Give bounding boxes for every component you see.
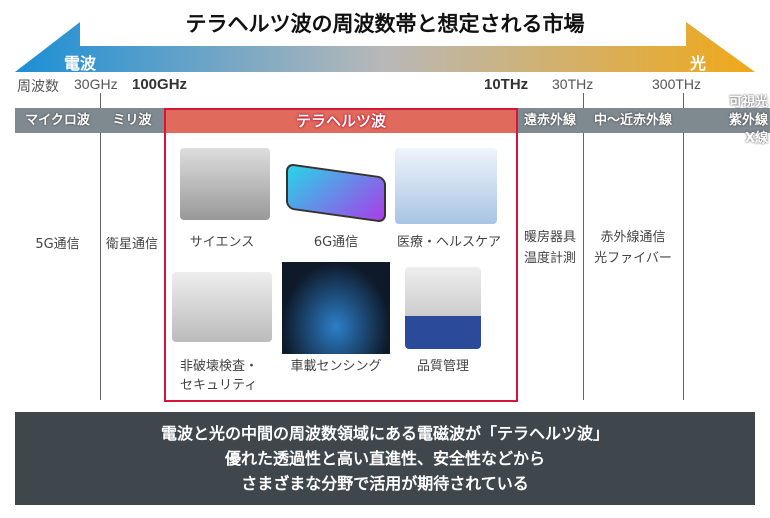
summary-line: 電波と光の中間の周波数領域にある電磁波が「テラヘルツ波」 <box>160 424 609 443</box>
security-scanner-image <box>172 272 272 342</box>
freq-tick: 10THz <box>484 76 529 93</box>
cmm-machine-image <box>405 267 481 349</box>
market-heater: 暖房器具 <box>523 230 576 245</box>
market-science: サイエンス <box>189 235 255 250</box>
summary-box: 電波と光の中間の周波数領域にある電磁波が「テラヘルツ波」 優れた透過性と高い直進… <box>15 412 755 505</box>
divider <box>583 93 584 400</box>
divider <box>683 93 684 400</box>
band-visible: 可視光 <box>728 95 768 110</box>
market-security: セキュリティ <box>180 378 258 393</box>
freq-tick: 300THz <box>652 76 702 92</box>
frequency-label: 周波数 <box>17 78 59 94</box>
market-6g: 6G通信 <box>313 235 359 250</box>
market-fiber: 光ファイバー <box>594 251 672 266</box>
market-quality: 品質管理 <box>416 359 469 374</box>
band-millimeter: ミリ波 <box>112 113 152 128</box>
terahertz-box <box>164 108 518 402</box>
market-ir-comm: 赤外線通信 <box>600 230 666 245</box>
terahertz-header <box>166 110 516 133</box>
summary-line: 優れた透過性と高い直進性、安全性などから <box>224 449 545 468</box>
band-far-ir: 遠赤外線 <box>523 113 576 128</box>
market-healthcare: 医療・ヘルスケア <box>396 235 501 250</box>
freq-tick: 30GHz <box>74 76 118 92</box>
spectrum-arrow <box>15 22 755 72</box>
radio-wave-label: 電波 <box>64 54 97 73</box>
ct-scanner-image <box>395 148 497 224</box>
market-5g: 5G通信 <box>35 237 80 252</box>
freq-tick: 30THz <box>552 76 594 92</box>
freq-tick: 100GHz <box>132 76 188 93</box>
car-sensing-image <box>282 262 390 354</box>
science-microscope-image <box>180 148 270 220</box>
market-car-sensing: 車載センシング <box>290 359 382 374</box>
market-far-ir: 暖房器具 温度計測 <box>517 227 583 269</box>
market-ndt: 非破壊検査・ <box>180 359 259 374</box>
band-microwave: マイクロ波 <box>25 113 90 128</box>
market-near-ir: 赤外線通信 光ファイバー <box>583 227 683 269</box>
diagram-title: テラヘルツ波の周波数帯と想定される市場 <box>185 12 585 36</box>
market-ndt-security: 非破壊検査・ セキュリティ <box>172 357 280 395</box>
band-uv: 紫外線 <box>728 113 768 128</box>
band-near-ir: 中～近赤外線 <box>593 113 672 128</box>
divider <box>100 93 101 400</box>
band-visible-uv-xray: 可視光 紫外線 X線 <box>700 94 768 148</box>
market-satellite: 衛星通信 <box>105 237 158 252</box>
band-terahertz: テラヘルツ波 <box>295 112 386 130</box>
band-xray: X線 <box>744 131 768 146</box>
market-thermometry: 温度計測 <box>523 251 576 266</box>
summary-line: さまざまな分野で活用が期待されている <box>241 474 529 493</box>
light-label: 光 <box>690 54 707 73</box>
